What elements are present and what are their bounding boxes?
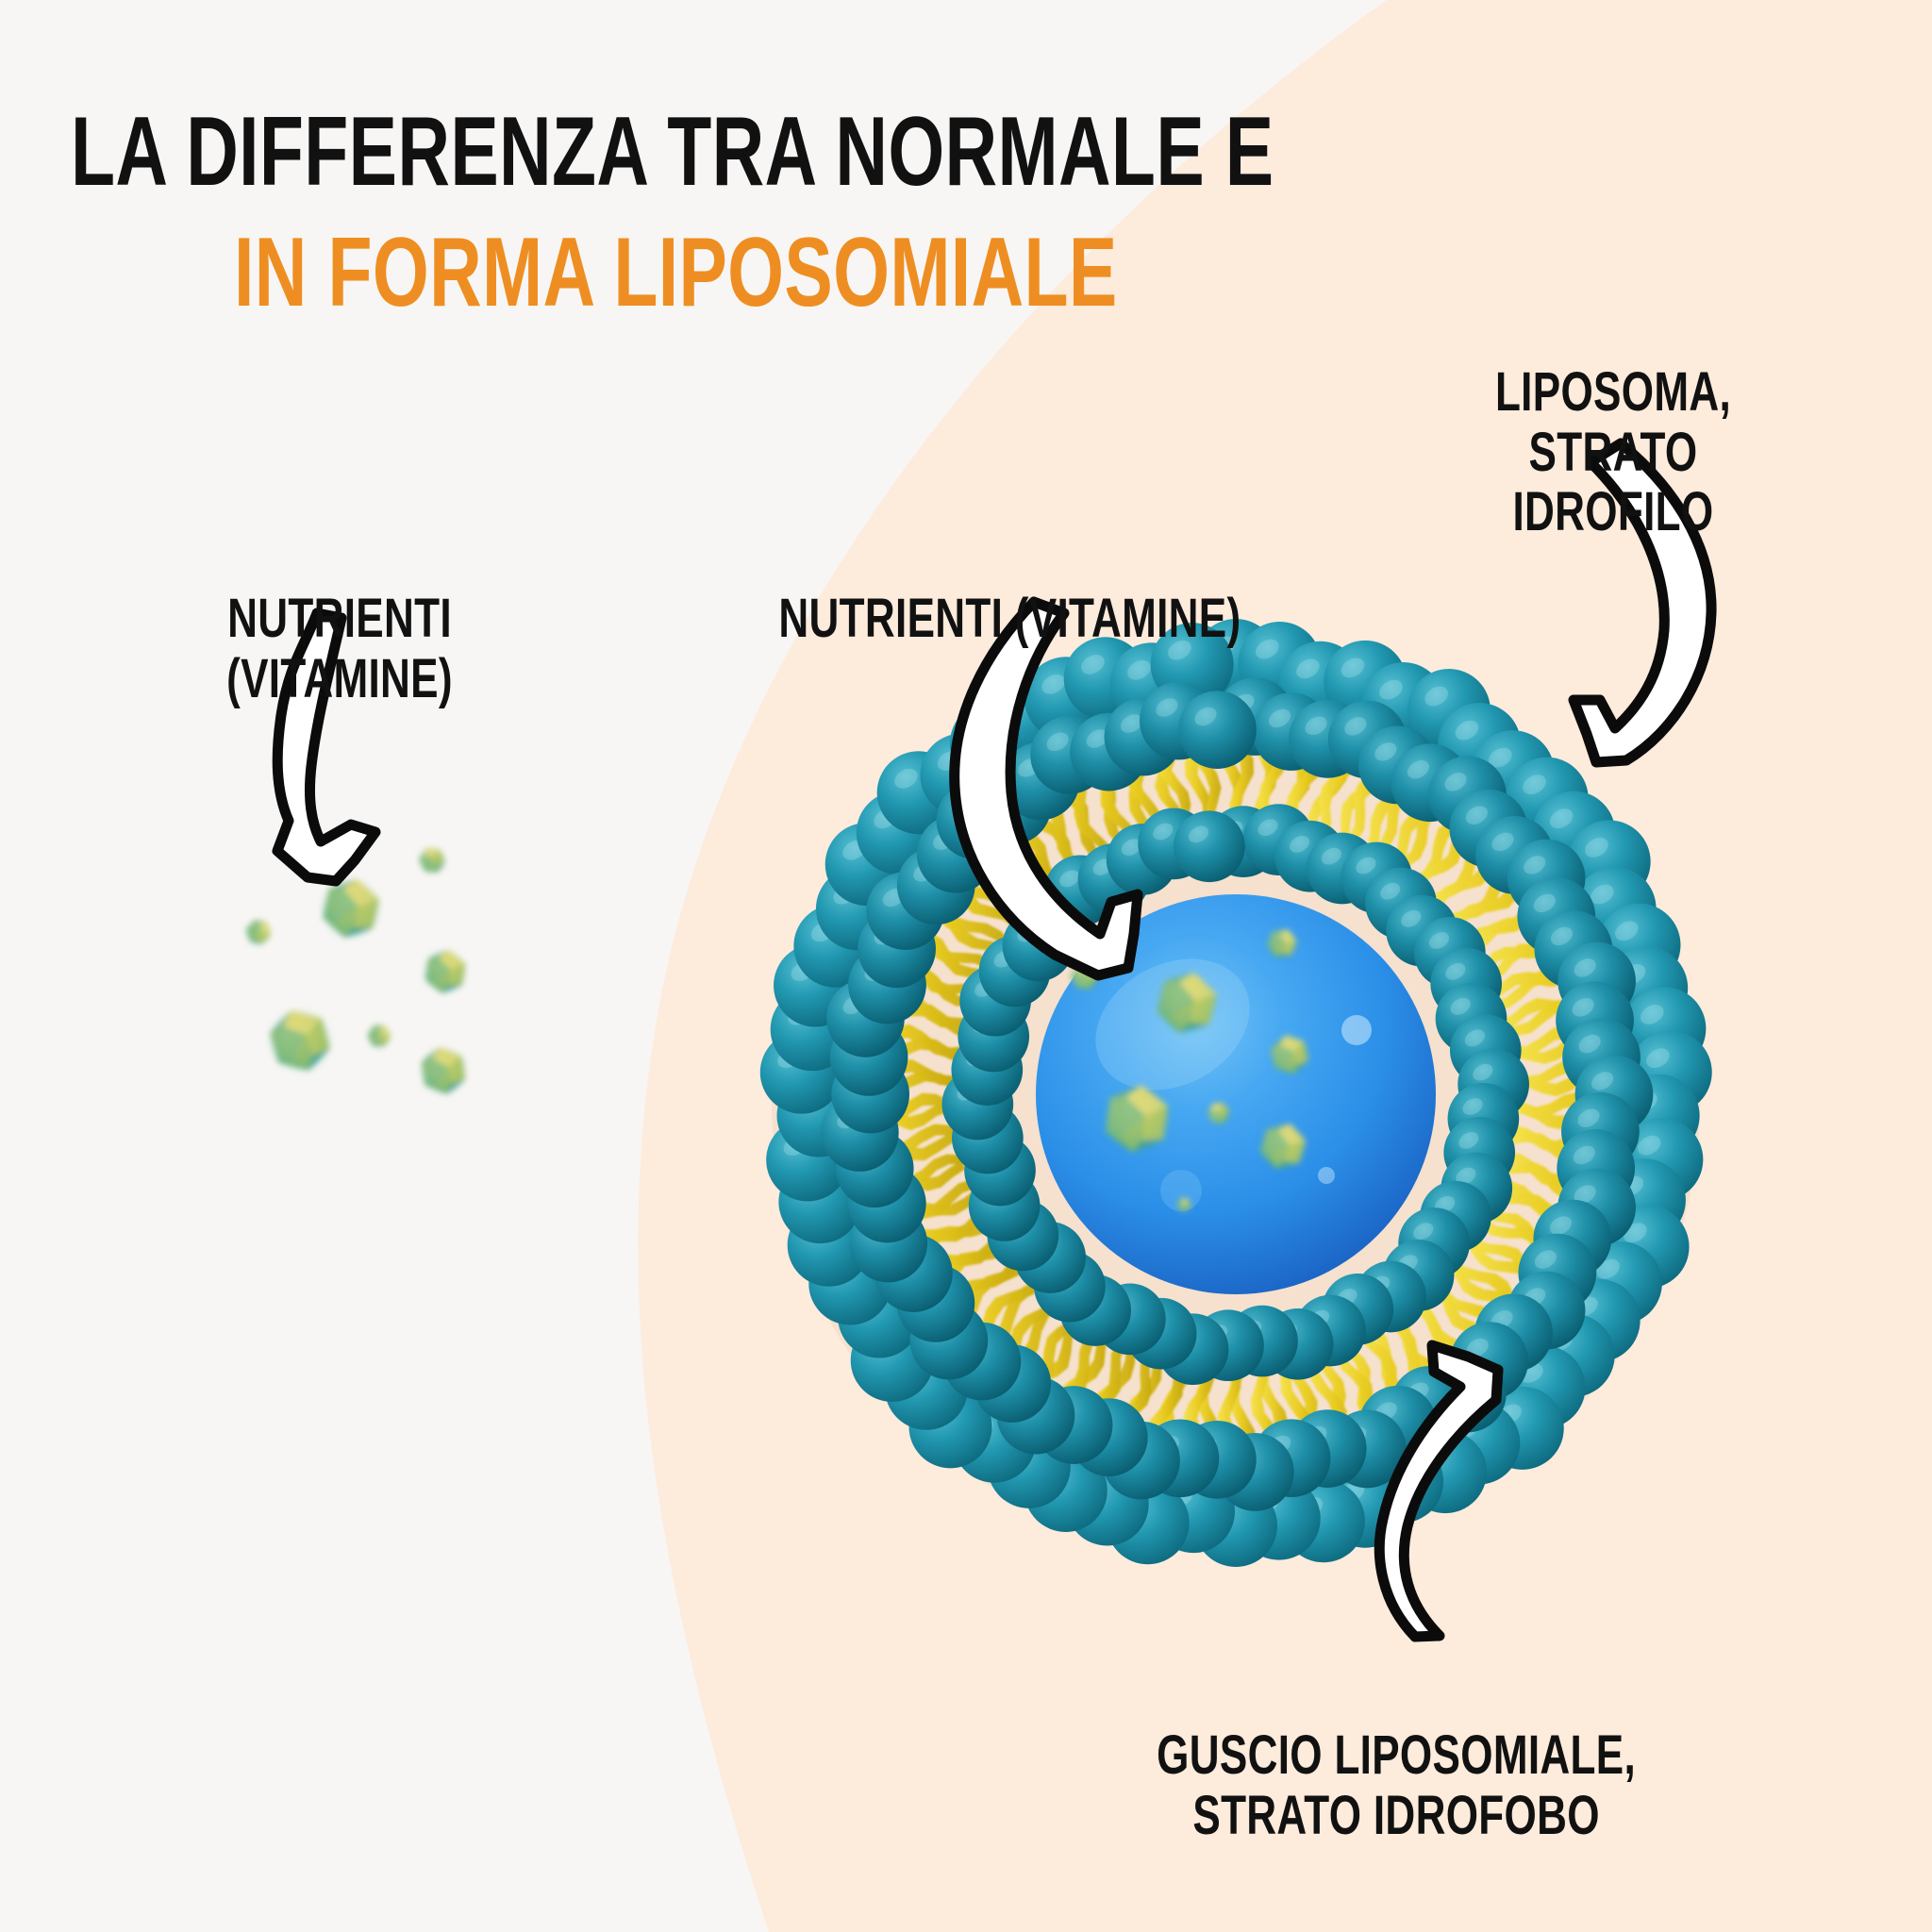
label-nutrients-right: NUTRIENTI (VITAMINE) [679, 528, 1340, 649]
label-liposome-hydrophilic-text: LIPOSOMA, STRATO IDROFILO [1494, 360, 1732, 543]
page-title-line-1: LA DIFFERENZA TRA NORMALE E [71, 97, 1274, 207]
label-nutrients-left: NUTRIENTI (VITAMINE) [57, 528, 623, 708]
label-liposome-hydrophilic: LIPOSOMA, STRATO IDROFILO [1349, 302, 1877, 542]
label-shell-hydrophobic-text: GUSCIO LIPOSOMIALE, STRATO IDROFOBO [1157, 1724, 1636, 1846]
label-nutrients-right-text: NUTRIENTI (VITAMINE) [777, 587, 1241, 649]
page-title-line-2: IN FORMA LIPOSOMIALE [234, 218, 1118, 327]
label-nutrients-left-text: NUTRIENTI (VITAMINE) [226, 587, 453, 709]
label-shell-hydrophobic: GUSCIO LIPOSOMIALE, STRATO IDROFOBO [1038, 1665, 1755, 1845]
